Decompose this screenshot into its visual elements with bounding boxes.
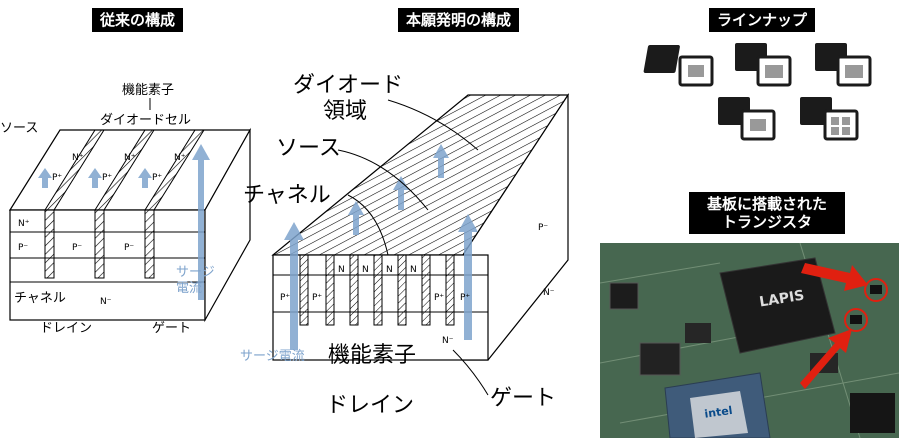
label-p-plus-2: P⁺: [102, 173, 112, 183]
label-p-plus-3: P⁺: [434, 293, 444, 303]
chip-small-2: [639, 342, 681, 376]
label-p-plus-1: P⁺: [280, 293, 290, 303]
label-channel: チャネル: [243, 183, 331, 208]
label-n-minus: N⁻: [100, 297, 112, 307]
label-n-4: N: [410, 265, 417, 275]
front-face: [9, 209, 206, 321]
mounted-transistor-1: [870, 285, 882, 294]
trench-front-2: [94, 209, 105, 279]
label-diode-region-2: 領域: [323, 99, 367, 124]
package-2: [735, 43, 792, 87]
red-arrow-1: [801, 263, 868, 291]
surge-arrow-right: [458, 214, 478, 340]
header-mounted-line2: トランジスタ: [721, 213, 812, 231]
trench-front-3: [144, 209, 155, 279]
label-n-minus-front: N⁻: [442, 336, 454, 346]
trench-front-1: [44, 209, 55, 279]
header-conventional: 従来の構成: [92, 8, 184, 32]
label-n-plus-1: N⁺: [72, 153, 84, 163]
board-photo: LAPIS intel: [600, 243, 899, 438]
label-diode-cell: ダイオードセル: [100, 113, 191, 128]
product-lineup: [643, 43, 872, 141]
label-surge-1: サージ: [176, 265, 215, 280]
label-channel: チャネル: [14, 291, 66, 306]
label-gate: ゲート: [152, 321, 191, 336]
label-n-plus-2: N⁺: [124, 153, 136, 163]
intel-logo-text: intel: [704, 404, 734, 421]
package-1: [643, 45, 714, 87]
chip-small-3: [685, 323, 711, 343]
label-surge-2: 電流: [176, 281, 202, 296]
invention-structure-diagram: ダイオード 領域 ソース チャネル P⁻ N⁻ N N N N P⁺ P⁺ P⁺…: [240, 73, 570, 418]
label-source: ソース: [0, 121, 38, 136]
surge-arrow-left: [284, 222, 304, 350]
surge-arrow-2: [88, 168, 102, 188]
header-invention: 本願発明の構成: [398, 8, 520, 32]
label-functional-element: 機能素子: [328, 343, 416, 368]
label-n-1: N: [338, 265, 345, 275]
label-n-2: N: [362, 265, 369, 275]
red-arrow-2: [800, 329, 852, 389]
label-source: ソース: [276, 136, 341, 161]
highlight-circle-1: [864, 278, 888, 302]
lapis-logo-text: LAPIS: [758, 288, 805, 311]
label-n-3: N: [386, 265, 393, 275]
mounted-transistor-2: [850, 315, 862, 324]
package-5: [800, 97, 859, 141]
trench-columns: [299, 254, 455, 326]
surge-arrow-large: [192, 144, 210, 300]
label-p-minus-front: P⁻: [18, 243, 28, 253]
surge-arrow-mid-3: [348, 201, 364, 235]
header-mounted-transistor: 基板に搭載された トランジスタ: [689, 192, 845, 234]
header-lineup: ラインナップ: [709, 8, 816, 32]
label-p-minus: P⁻: [538, 223, 548, 233]
label-surge-current: サージ電流: [240, 349, 305, 364]
chip-small-1: [609, 282, 639, 310]
label-p-minus-2: P⁻: [72, 243, 82, 253]
surge-arrow-mid-1: [393, 176, 409, 210]
conventional-structure-diagram: 機能素子 ソース ダイオードセル N⁺ N⁺ N⁺ P⁺ P⁺ P⁺ N⁺ P⁻…: [0, 83, 252, 336]
label-n-minus: N⁻: [543, 288, 555, 298]
label-diode-region-1: ダイオード: [293, 73, 403, 98]
label-p-plus-4: P⁺: [460, 293, 470, 303]
connector: [850, 393, 895, 433]
lapis-chip: [719, 257, 836, 354]
surge-arrow-mid-2: [433, 144, 449, 178]
label-drain: ドレイン: [40, 321, 92, 336]
label-n-plus-3: N⁺: [174, 153, 186, 163]
label-p-plus-2: P⁺: [312, 293, 322, 303]
surge-arrow-3: [138, 168, 152, 188]
package-4: [718, 97, 776, 141]
label-p-minus-3: P⁻: [124, 243, 134, 253]
header-mounted-line1: 基板に搭載された: [706, 195, 827, 213]
label-drain: ドレイン: [326, 393, 414, 418]
label-p-plus-1: P⁺: [52, 173, 62, 183]
label-functional-element: 機能素子: [122, 83, 174, 98]
label-p-plus-3: P⁺: [152, 173, 162, 183]
package-3: [815, 43, 872, 87]
label-n-plus-front: N⁺: [18, 219, 30, 229]
label-gate: ゲート: [490, 386, 556, 411]
right-face: [204, 127, 251, 323]
surge-arrow-1: [38, 168, 52, 188]
highlight-circle-2: [844, 308, 868, 332]
